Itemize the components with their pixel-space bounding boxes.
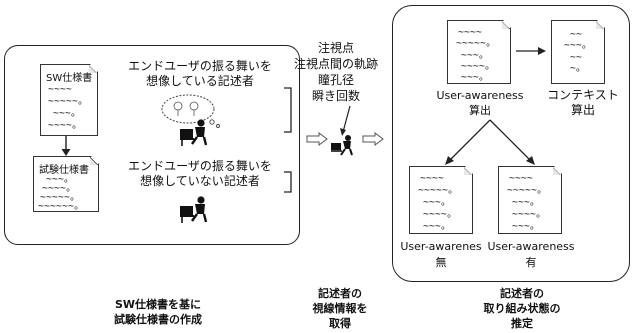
doc-line: ~~~。 (512, 221, 540, 232)
caption-line: 取得 (329, 317, 351, 330)
ua-absent-label: User-awarenes 無 (388, 239, 494, 271)
caption-left: SW仕様書を基に 試験仕様書の作成 (78, 297, 238, 327)
doc-line: ~~~~~。 (418, 185, 458, 196)
caption-line: 記述者の (318, 287, 362, 300)
test-spec-document: 試験仕様書 ~~~。 ~~~~。 ~~~~~。 ~~~~~~。 (33, 156, 99, 212)
label-line: エンドユーザの振る舞いを (128, 59, 272, 73)
measure-item: 注視点間の軌跡 (293, 57, 378, 71)
ua-calc-label: User-awareness 算出 (425, 88, 535, 118)
doc-line: ~~~~ (420, 173, 445, 184)
doc-line: ~~~~ (48, 84, 73, 95)
thought-bubble-icon (161, 94, 220, 128)
measure-item: 瞬き回数 (311, 89, 360, 103)
doc-line: ~~~。 (53, 108, 81, 119)
caption-line: 推定 (511, 317, 533, 330)
doc-line: ~~~。 (564, 40, 592, 51)
label-line: 想像していない記述者 (140, 174, 260, 188)
ua-present-label: User-awareness 有 (476, 239, 586, 271)
doc-line: ~~~~。 (512, 209, 546, 220)
test-spec-title: 試験仕様書 (39, 165, 89, 176)
ua-absent-document: ~~~~ ~~~~~。 ~~~。 ~~~~。 ~~~。 (409, 166, 473, 234)
sw-spec-title: SW仕様書 (46, 73, 93, 84)
doc-line: ~~ (570, 29, 583, 40)
bracket-connector (284, 171, 292, 193)
doc-line: ~~~~~。 (40, 192, 80, 203)
doc-line: ~~~。 (512, 197, 540, 208)
label-line: User-awareness (436, 89, 524, 102)
person-at-desk-icon (180, 119, 208, 146)
doc-line: ~~~。 (423, 221, 451, 232)
caption-middle: 記述者の 視線情報を 取得 (292, 286, 388, 331)
pointer-arrow-icon (340, 105, 351, 136)
doc-line: ~~~。 (461, 50, 489, 61)
doc-line: ~~~~。 (48, 120, 82, 131)
doc-line: ~~~~~~。 (38, 201, 84, 212)
doc-line: ~~~~ (509, 173, 534, 184)
measure-item: 注視点 (317, 41, 354, 55)
ua-present-document: ~~~~ ~~~~~。 ~~~。 ~~~~。 ~~~。 (498, 166, 562, 234)
label-line: User-awareness (487, 240, 575, 253)
doc-line: ~~~~ (458, 27, 483, 38)
label-line: 無 (435, 256, 447, 269)
writer-document: ~~~~ ~~~~~。 ~~~。 ~~~~。 ~~~。 (447, 20, 511, 84)
person-at-desk-icon (180, 196, 208, 223)
context-calc-label: コンテキスト 算出 (538, 88, 628, 118)
doc-line: ~~~~~。 (456, 38, 496, 49)
down-arrow-icon (61, 136, 71, 156)
label-line: 算出 (469, 104, 491, 117)
label-line: コンテキスト (547, 88, 619, 102)
label-line: User-awarenes (400, 240, 482, 253)
bracket-connector (284, 87, 292, 133)
writer-not-imagining-label: エンドユーザの振る舞いを 想像していない記述者 (108, 159, 292, 189)
doc-line: ~~~~。 (423, 209, 457, 220)
label-line: 有 (525, 256, 537, 269)
person-at-desk-icon (331, 135, 353, 156)
caption-line: 取り組み状態の (483, 302, 561, 315)
label-line: 想像している記述者 (146, 74, 254, 88)
doc-line: ~~ (570, 52, 583, 63)
label-line: 算出 (570, 103, 595, 117)
doc-line: ~~~~~。 (507, 185, 547, 196)
context-document: ~~ ~~~。 ~~ ~。 (551, 20, 605, 84)
flow-arrow-icon (306, 132, 328, 146)
doc-line: ~~~。 (46, 174, 74, 185)
doc-line: ~~~。 (461, 72, 489, 83)
measure-item: 瞳孔径 (317, 73, 354, 87)
caption-right: 記述者の 取り組み状態の 推定 (462, 286, 582, 331)
caption-line: 記述者の (500, 287, 544, 300)
flow-arrow-icon (362, 132, 384, 146)
caption-line: 視線情報を (312, 302, 368, 315)
doc-line: ~。 (570, 63, 586, 74)
label-line: エンドユーザの振る舞いを (128, 159, 272, 173)
writer-imagining-label: エンドユーザの振る舞いを 想像している記述者 (108, 59, 292, 89)
doc-line: ~~~~。 (461, 61, 495, 72)
right-arrow-icon (516, 47, 546, 55)
doc-line: ~~~。 (423, 197, 451, 208)
caption-line: SW仕様書を基に (114, 298, 202, 311)
doc-line: ~~~~。 (42, 183, 76, 194)
branch-arrows-icon (445, 119, 535, 165)
caption-line: 試験仕様書の作成 (114, 313, 202, 326)
gaze-measures-list: 注視点 注視点間の軌跡 瞳孔径 瞬き回数 (283, 40, 389, 104)
sw-spec-document: SW仕様書 ~~~~ ~~~~~。 ~~~。 ~~~~。 (40, 64, 98, 136)
doc-line: ~~~~~。 (48, 96, 88, 107)
